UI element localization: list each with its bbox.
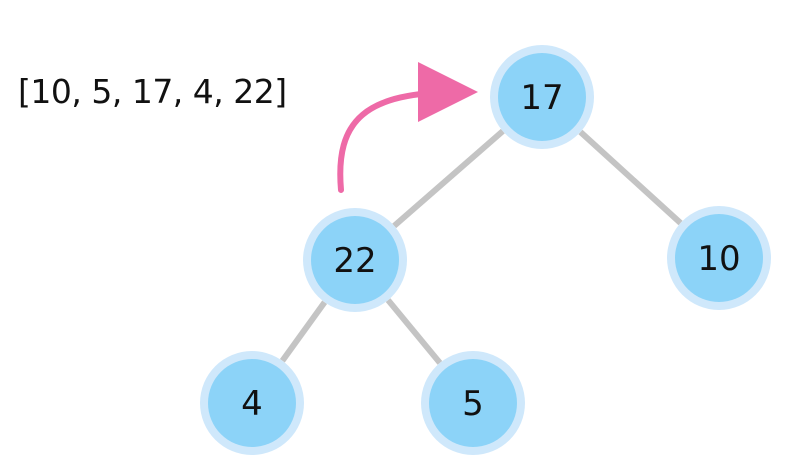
node-circle — [429, 359, 517, 447]
tree-node-22: 22 — [303, 208, 407, 312]
array-label: [10, 5, 17, 4, 22] — [18, 72, 287, 111]
node-circle — [498, 53, 586, 141]
node-value: 10 — [697, 239, 740, 279]
tree-node-5: 5 — [421, 351, 525, 455]
node-value: 4 — [241, 384, 263, 424]
node-value: 22 — [333, 241, 376, 281]
edges-layer — [279, 128, 683, 365]
node-value: 17 — [520, 78, 563, 118]
edge-n22-n5 — [385, 298, 443, 365]
swap-arrow — [337, 62, 478, 193]
tree-node-17: 17 — [490, 45, 594, 149]
node-circle — [311, 216, 399, 304]
tree-node-10: 10 — [667, 206, 771, 310]
edge-n17-n22 — [392, 128, 505, 229]
nodes-layer: 17 22 10 4 5 — [200, 45, 771, 455]
edge-n22-n4 — [279, 300, 328, 363]
tree-node-4: 4 — [200, 351, 304, 455]
node-circle — [675, 214, 763, 302]
arrow-layer — [337, 62, 478, 193]
node-circle — [208, 359, 296, 447]
node-value: 5 — [462, 384, 484, 424]
edge-n17-n10 — [578, 129, 683, 226]
